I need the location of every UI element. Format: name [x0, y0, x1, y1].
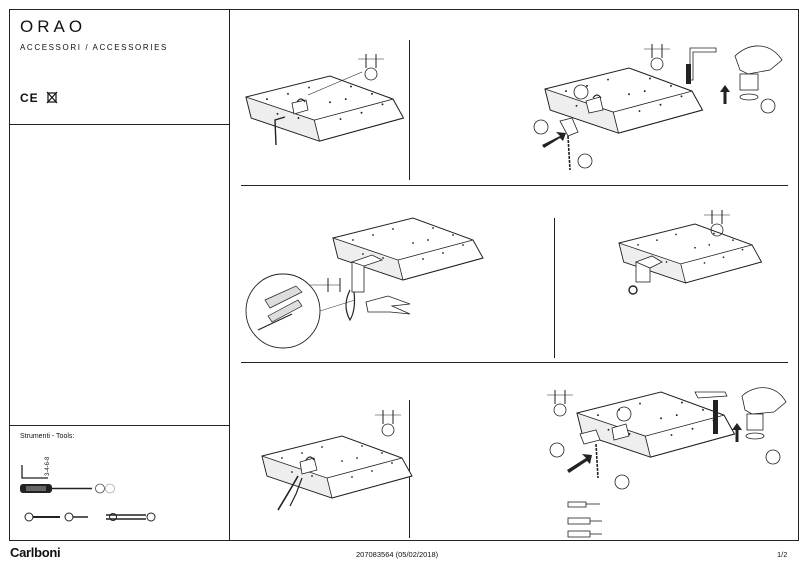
- arrow-icon: [542, 132, 566, 148]
- product-subtitle: ACCESSORI / ACCESSORIES: [20, 43, 168, 52]
- diagram-step-5: [261, 409, 413, 511]
- diagram-step-1: [245, 53, 405, 146]
- col-divider-row1: [409, 40, 410, 180]
- arrow-icon: [567, 454, 592, 473]
- diagram-step-6: [546, 387, 787, 538]
- page-number: 1/2: [777, 550, 788, 559]
- left-divider-tools: [9, 425, 230, 426]
- product-title: ORAO: [20, 17, 87, 36]
- page-frame: [9, 9, 799, 541]
- row-divider-1: [241, 185, 788, 186]
- ce-mark-icon: CE: [20, 91, 39, 105]
- diagram-step-4: [618, 209, 762, 295]
- hex-key-sizes: 3-4-6-8: [45, 456, 51, 476]
- pliers-icon: [106, 512, 156, 522]
- diagram-step-2: [533, 43, 783, 171]
- col-divider-row3: [409, 400, 410, 538]
- screwdriver-icon: [20, 483, 115, 494]
- weee-bin-icon: [46, 91, 58, 104]
- hex-key-icon: [21, 465, 48, 479]
- wrench-icon: [24, 512, 88, 522]
- diagram-step-3: [245, 217, 484, 349]
- col-divider-row2: [554, 218, 555, 358]
- document-code: 207083564 (05/02/2018): [356, 550, 439, 559]
- pliers-icon: [365, 295, 411, 315]
- left-divider-top: [9, 124, 230, 125]
- left-column: [9, 9, 230, 541]
- certification-marks: CE: [20, 91, 58, 105]
- tools-label: Strumenti - Tools:: [20, 433, 75, 440]
- row-divider-2: [241, 362, 788, 363]
- brand-logo: Carlboni: [10, 545, 61, 560]
